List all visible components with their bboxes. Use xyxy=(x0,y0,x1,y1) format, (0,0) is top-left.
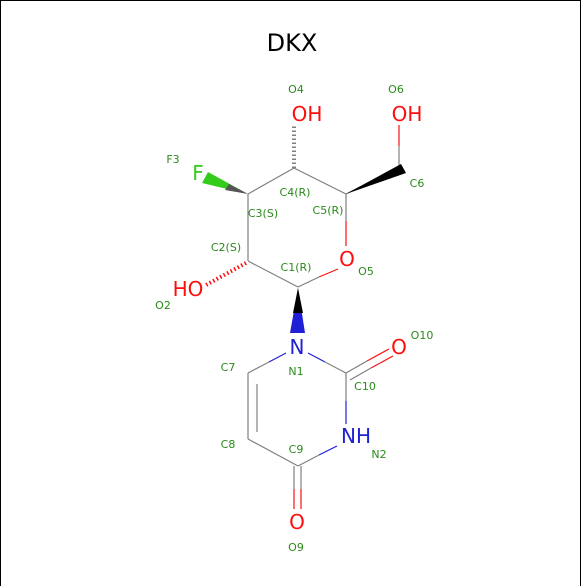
label-c1: C1(R) xyxy=(281,261,312,274)
bond-o5-c1-red xyxy=(318,268,339,278)
label-n2: N2 xyxy=(371,448,386,461)
bond-n1-c10-grey xyxy=(324,361,347,374)
bond-layer xyxy=(205,125,400,509)
atom-o4: OH xyxy=(292,102,323,126)
bond-c1-n1-wedge-dark xyxy=(293,288,303,313)
label-o10: O10 xyxy=(411,329,434,342)
bond-c5-c6-wedge xyxy=(346,164,406,194)
bond-c3-f3-wedge-grey xyxy=(225,184,248,194)
bond-c10-o10-b-red xyxy=(370,355,394,369)
atom-o6: OH xyxy=(392,102,423,126)
bond-n1-c7-grey xyxy=(247,361,270,374)
atom-o10: O xyxy=(391,335,407,359)
label-o4: O4 xyxy=(288,83,304,96)
label-c4: C4(R) xyxy=(280,186,311,199)
label-o6: O6 xyxy=(388,83,404,96)
atom-o5: O xyxy=(339,247,355,271)
atom-n2: NH xyxy=(341,424,371,448)
bond-n1-c10-blue xyxy=(307,352,326,363)
atom-o9: O xyxy=(289,510,305,534)
atom-o2: HO xyxy=(173,277,204,301)
bond-c4-c3 xyxy=(247,167,295,195)
bond-o5-c1-grey xyxy=(297,276,320,288)
bond-n2-c9-grey xyxy=(297,454,320,467)
bond-c9-c8 xyxy=(247,438,299,467)
bond-c4-c5 xyxy=(293,167,347,195)
molecule-title: DKX xyxy=(267,29,318,57)
label-c2: C2(S) xyxy=(211,241,241,254)
bond-c2-c1 xyxy=(247,260,299,288)
label-c7: C7 xyxy=(221,361,236,374)
label-n1: N1 xyxy=(288,365,303,378)
bond-n2-c9-blue xyxy=(318,445,338,456)
bond-c2-o2-hashed xyxy=(205,261,247,287)
label-c8: C8 xyxy=(221,438,236,451)
label-c9: C9 xyxy=(289,443,304,456)
label-o5: O5 xyxy=(358,265,374,278)
label-c5: C5(R) xyxy=(313,204,344,217)
label-c3: C3(S) xyxy=(248,207,278,220)
atom-n1: N xyxy=(290,335,305,359)
label-c6: C6 xyxy=(410,177,425,190)
bond-n1-c7-blue xyxy=(268,352,287,363)
bond-c10-o10-a-grey xyxy=(345,360,368,374)
label-o9: O9 xyxy=(288,541,304,554)
label-o2: O2 xyxy=(155,299,171,312)
atom-f3: F xyxy=(192,161,204,185)
bond-c10-o10-a-red xyxy=(366,348,390,362)
bond-c10-o10-b-grey xyxy=(349,367,372,381)
label-f3: F3 xyxy=(166,153,179,166)
label-c10: C10 xyxy=(354,380,376,393)
